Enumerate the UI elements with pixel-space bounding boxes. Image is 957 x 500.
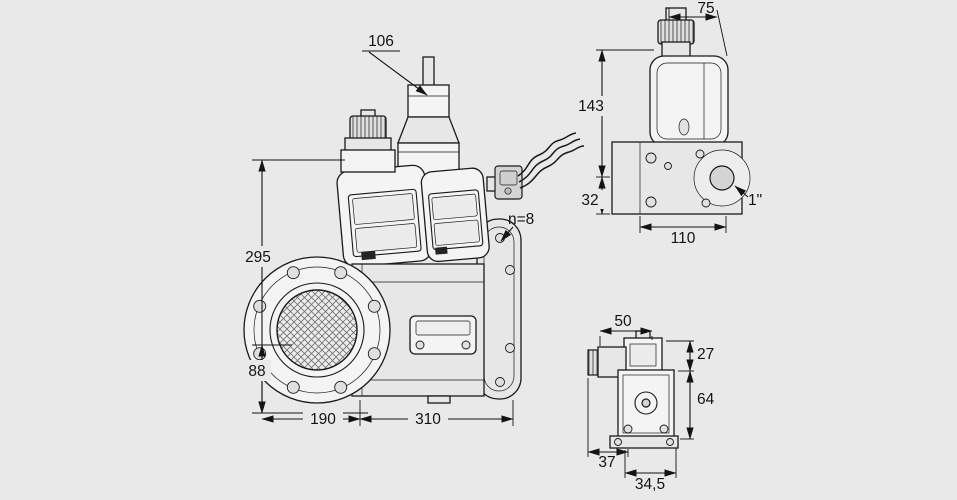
coil-left <box>340 109 396 173</box>
actuator-right-mark <box>435 246 448 255</box>
dim-1inch-label: 1" <box>748 192 762 209</box>
dim-32-label: 32 <box>581 192 598 209</box>
dimension-190-310: 190 310 <box>261 400 514 428</box>
pilot-foot-hole <box>666 438 674 446</box>
dimension-50: 50 <box>599 313 653 346</box>
pilot-foot-hole <box>614 438 622 446</box>
dimension-34-5: 34,5 <box>624 448 677 493</box>
dim-27-label: 27 <box>697 346 714 363</box>
pilot-screw <box>659 424 669 434</box>
knurled-cap <box>349 115 387 141</box>
rear-flange <box>476 218 522 400</box>
rear-flange-bolt-hole <box>505 265 515 275</box>
dimension-37: 37 <box>587 378 629 471</box>
dim-n8-label: n=8 <box>508 211 534 228</box>
flange-bolt-hole <box>286 266 300 280</box>
dim-88-label: 88 <box>248 363 265 380</box>
dimension-143-32: 143 32 <box>572 49 654 215</box>
flange-bolt-hole <box>286 380 300 394</box>
flange-bolt-hole <box>253 299 267 313</box>
vent-upper-cylinder <box>407 84 450 118</box>
dimension-27-64: 27 64 <box>666 340 715 440</box>
front-flange <box>243 256 391 404</box>
actuator-left-mark <box>361 250 376 261</box>
dimension-75: 75 <box>668 0 728 57</box>
dim-106-label: 106 <box>368 33 394 50</box>
flange-bolt-hole <box>367 347 381 361</box>
inlet-mesh-screen <box>276 289 358 371</box>
dimension-110: 110 <box>639 216 727 247</box>
vent-pipe <box>422 56 435 88</box>
actuator-right <box>420 167 490 263</box>
drain-plug <box>427 395 451 404</box>
dim-64-label: 64 <box>697 391 715 408</box>
dim-110-label: 110 <box>671 230 696 247</box>
cable-wires <box>517 132 585 189</box>
rear-flange-bolt-hole <box>505 343 515 353</box>
pipe-bore <box>709 165 735 191</box>
housing-slot <box>678 118 690 136</box>
flange-bolt-hole <box>253 347 267 361</box>
flange-bolt-hole <box>334 380 348 394</box>
rear-flange-bolt-hole <box>495 377 505 387</box>
pilot-screw <box>623 424 633 434</box>
side-knurled-cap <box>657 19 695 45</box>
dim-295-label: 295 <box>245 249 271 266</box>
dim-190-label: 190 <box>310 411 336 428</box>
rating-plate <box>409 315 477 355</box>
base-screw <box>664 162 672 170</box>
base-screw <box>645 196 657 208</box>
main-view <box>243 56 585 404</box>
dimension-n8: n=8 <box>500 211 534 242</box>
side-actuator-housing <box>649 55 729 147</box>
pilot-connector-face <box>629 343 657 367</box>
flange-bolt-hole <box>367 299 381 313</box>
dim-75-label: 75 <box>697 0 714 17</box>
base-screw <box>645 152 657 164</box>
dimension-295-88: 295 88 <box>240 159 368 414</box>
dimensions: 106 295 88 190 310 n=8 <box>240 0 762 493</box>
vent-cone <box>397 116 460 144</box>
pilot-foot <box>609 435 679 449</box>
dim-34-5-label: 34,5 <box>635 476 665 493</box>
base-screw <box>695 149 705 159</box>
dim-143-label: 143 <box>578 98 604 115</box>
dim-37-label: 37 <box>598 454 615 471</box>
base-screw <box>701 198 711 208</box>
dim-310-label: 310 <box>415 411 441 428</box>
pilot-valve-view <box>587 330 679 449</box>
side-view <box>611 7 751 215</box>
actuator-left <box>336 164 432 268</box>
vent-pipe-assembly <box>397 56 460 176</box>
dimension-106: 106 <box>362 33 428 96</box>
pressure-switch-plug <box>486 165 523 200</box>
dimension-1inch: 1" <box>734 185 762 209</box>
pilot-port <box>634 391 658 415</box>
dim-50-label: 50 <box>614 313 632 330</box>
flange-bolt-hole <box>334 266 348 280</box>
